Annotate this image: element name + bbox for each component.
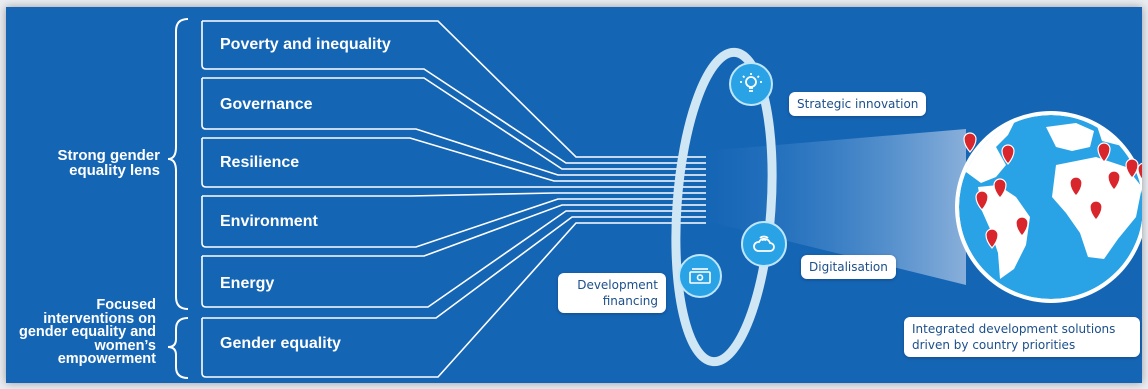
diagram-canvas: Strong gender equality lens Focused inte… bbox=[6, 7, 1142, 383]
location-pins bbox=[963, 132, 1142, 249]
callout-digitalisation: Digitalisation bbox=[801, 255, 896, 279]
area-gender-equality: Gender equality bbox=[220, 335, 341, 352]
lightbulb-icon bbox=[729, 62, 773, 106]
money-icon bbox=[678, 254, 722, 298]
callout-solutions: Integrated development solutions driven … bbox=[904, 317, 1140, 357]
area-resilience: Resilience bbox=[220, 154, 300, 171]
focused-bracket bbox=[167, 317, 189, 379]
cloud-wifi-icon bbox=[741, 221, 787, 267]
callout-innovation: Strategic innovation bbox=[789, 92, 927, 116]
focused-label: Focused interventions on gender equality… bbox=[19, 297, 156, 367]
area-poverty: Poverty and inequality bbox=[220, 36, 391, 53]
area-energy: Energy bbox=[220, 275, 275, 292]
callout-financing: Development financing bbox=[558, 273, 666, 313]
area-governance: Governance bbox=[220, 96, 313, 113]
area-pills bbox=[201, 20, 706, 378]
flow-lines bbox=[167, 18, 1142, 379]
innovation-loop bbox=[671, 47, 777, 367]
lens-bracket bbox=[167, 18, 189, 310]
area-environment: Environment bbox=[220, 213, 318, 230]
lens-label: Strong gender equality lens bbox=[57, 147, 160, 179]
